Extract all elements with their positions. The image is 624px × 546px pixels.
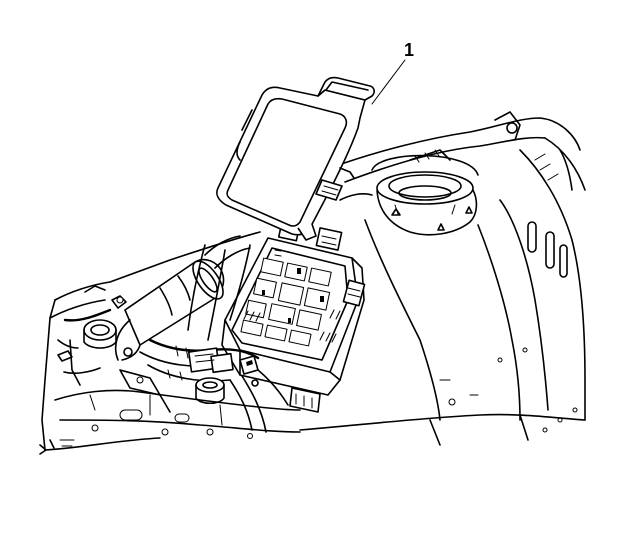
- callout-leader-line: [371, 59, 406, 105]
- wiring-harness: [119, 244, 289, 433]
- front-structure: [39, 231, 301, 455]
- fuse-block-cover: [216, 76, 375, 241]
- strut-tower: [299, 111, 586, 446]
- callout-number: 1: [404, 40, 414, 60]
- air-duct: [114, 235, 251, 361]
- fuse-block: [221, 222, 366, 413]
- callout-1: 1: [371, 40, 414, 105]
